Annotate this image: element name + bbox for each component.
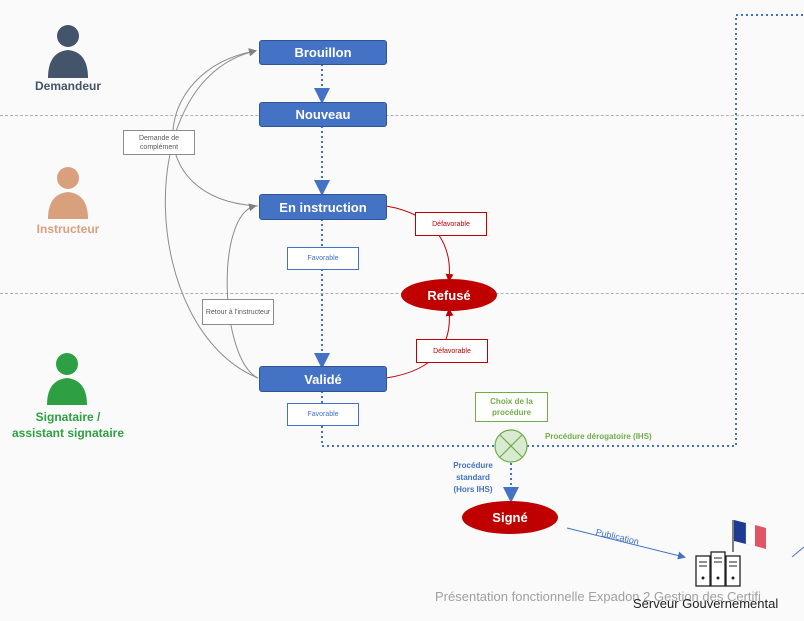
state-en-instruction[interactable]: En instruction [259,194,387,220]
flow-valide-gateway [321,391,494,447]
state-nouveau[interactable]: Nouveau [259,102,387,127]
state-brouillon[interactable]: Brouillon [259,40,387,65]
actor-instructeur-label: Instructeur [36,222,100,236]
label-choix-procedure: Choix de la procédure [475,392,548,422]
state-signe[interactable]: Signé [462,501,558,534]
curve-valide-instruction [226,203,259,379]
label-procedure-standard-line1: Procédure [453,461,493,470]
actor-signataire-line2: assistant signataire [11,426,125,440]
footer-text: Présentation fonctionnelle Expadon 2 Ges… [435,589,761,604]
label-defavorable-1: Défavorable [415,212,487,236]
label-retour-instructeur: Retour à l'instructeur [202,299,274,325]
flow-server-right [791,546,804,558]
actor-signataire-label: Signataire / assistant signataire [0,409,136,441]
label-procedure-derogatoire: Procédure dérogatoire (IHS) [545,432,652,441]
label-procedure-standard: Procédure standard (Hors IHS) [444,460,502,496]
actor-demandeur-icon [48,25,88,78]
server-icon [695,551,741,587]
flow-publication [566,527,686,560]
label-favorable-2: Favorable [287,403,359,426]
french-flag-icon [732,520,766,552]
label-demande-complement: Demande de complément [123,130,195,155]
actor-demandeur-label: Demandeur [34,79,102,93]
actor-instructeur-icon [48,167,88,219]
server-label: Serveur Gouvernemental [633,596,779,611]
gateway-x-icon [494,429,528,463]
label-defavorable-2: Défavorable [416,339,488,363]
curve-valide-brouillon [164,48,259,379]
actor-signataire-line1: Signataire / [35,410,101,424]
curve-instruction-brouillon [172,48,259,207]
actor-signataire-icon [47,353,87,405]
state-refuse[interactable]: Refusé [401,279,497,311]
label-favorable-1: Favorable [287,247,359,270]
label-procedure-standard-line2: standard [456,473,490,482]
flow-derogatoire-server [527,14,804,447]
state-valide[interactable]: Validé [259,366,387,392]
lane-divider-demandeur [0,115,804,116]
label-procedure-standard-line3: (Hors IHS) [453,485,493,494]
